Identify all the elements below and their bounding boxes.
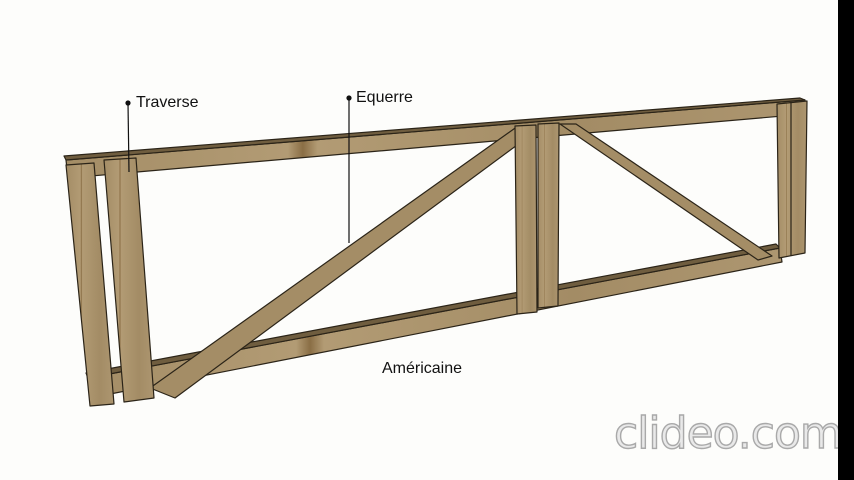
left-inner-stile bbox=[103, 157, 155, 403]
right-diagonal-brace bbox=[559, 123, 773, 261]
left-outer-stile bbox=[65, 162, 115, 407]
equerre-label: Equerre bbox=[356, 89, 413, 106]
caption-label: Américaine bbox=[382, 360, 463, 377]
top-rail-top bbox=[63, 97, 806, 161]
left-diagonal-brace bbox=[149, 125, 533, 399]
traverse-label: Traverse bbox=[136, 94, 199, 111]
right-stile bbox=[776, 100, 808, 259]
traverse-leader-line bbox=[127, 102, 130, 173]
traverse-leader-dot bbox=[125, 100, 131, 106]
equerre-leader-dot bbox=[346, 95, 352, 101]
middle-post-right bbox=[537, 122, 560, 309]
middle-post-left bbox=[514, 124, 538, 315]
bottom-rail-top bbox=[85, 243, 781, 379]
letterbox-bar bbox=[838, 0, 854, 480]
watermark-logo: clideo.com bbox=[613, 407, 843, 459]
